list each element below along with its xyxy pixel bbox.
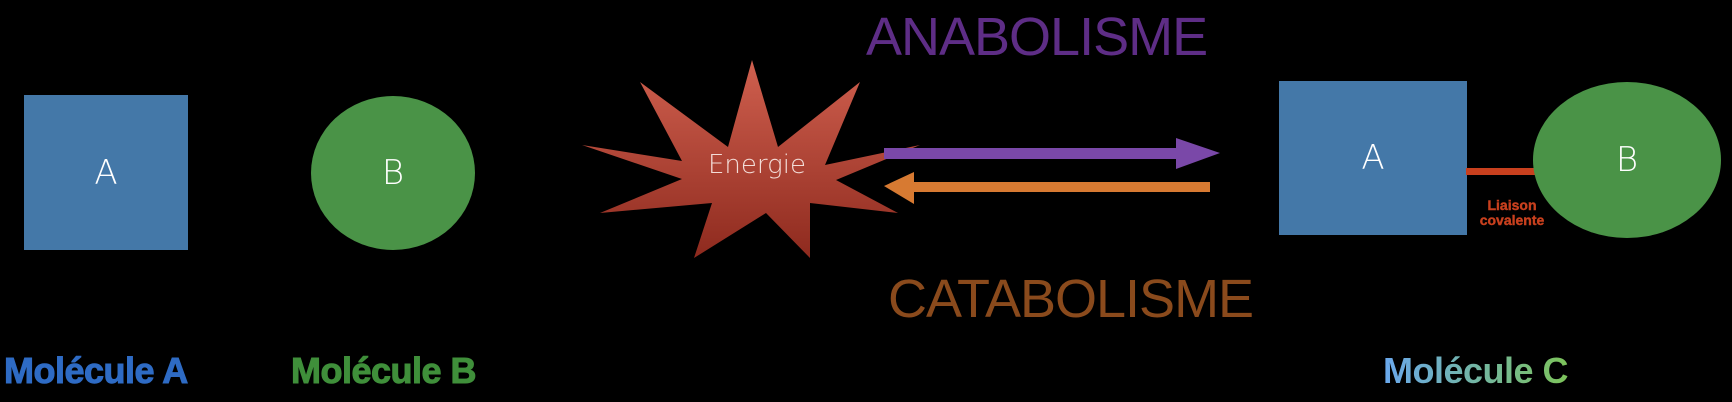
molecule-a-square: A	[24, 95, 188, 250]
molecule-c-part-a: A	[1279, 81, 1467, 235]
catabolism-arrow-icon	[884, 172, 1210, 204]
molecule-a-letter: A	[94, 152, 118, 193]
covalent-bond-label: Liaison covalente	[1462, 197, 1562, 228]
molecule-b-letter: B	[381, 153, 405, 193]
catabolism-label: CATABOLISME	[888, 269, 1254, 329]
molecule-c-letter-b: B	[1615, 140, 1639, 180]
energy-star-icon	[582, 60, 920, 258]
molecule-c-part-b: B	[1533, 82, 1721, 238]
anabolism-label: ANABOLISME	[866, 7, 1208, 67]
energy-label: Energie	[708, 150, 806, 180]
molecule-a-caption: Molécule A	[4, 350, 189, 392]
molecule-c-caption: Molécule C	[1383, 350, 1569, 391]
molecule-b-caption: Molécule B	[290, 350, 477, 392]
bond-label-line1: Liaison	[1487, 197, 1537, 213]
molecule-b-circle: B	[311, 96, 475, 250]
bond-label-line2: covalente	[1479, 212, 1545, 228]
molecule-c-letter-a: A	[1361, 138, 1385, 178]
covalent-bond-line	[1466, 168, 1538, 175]
anabolism-arrow-icon	[884, 138, 1220, 169]
